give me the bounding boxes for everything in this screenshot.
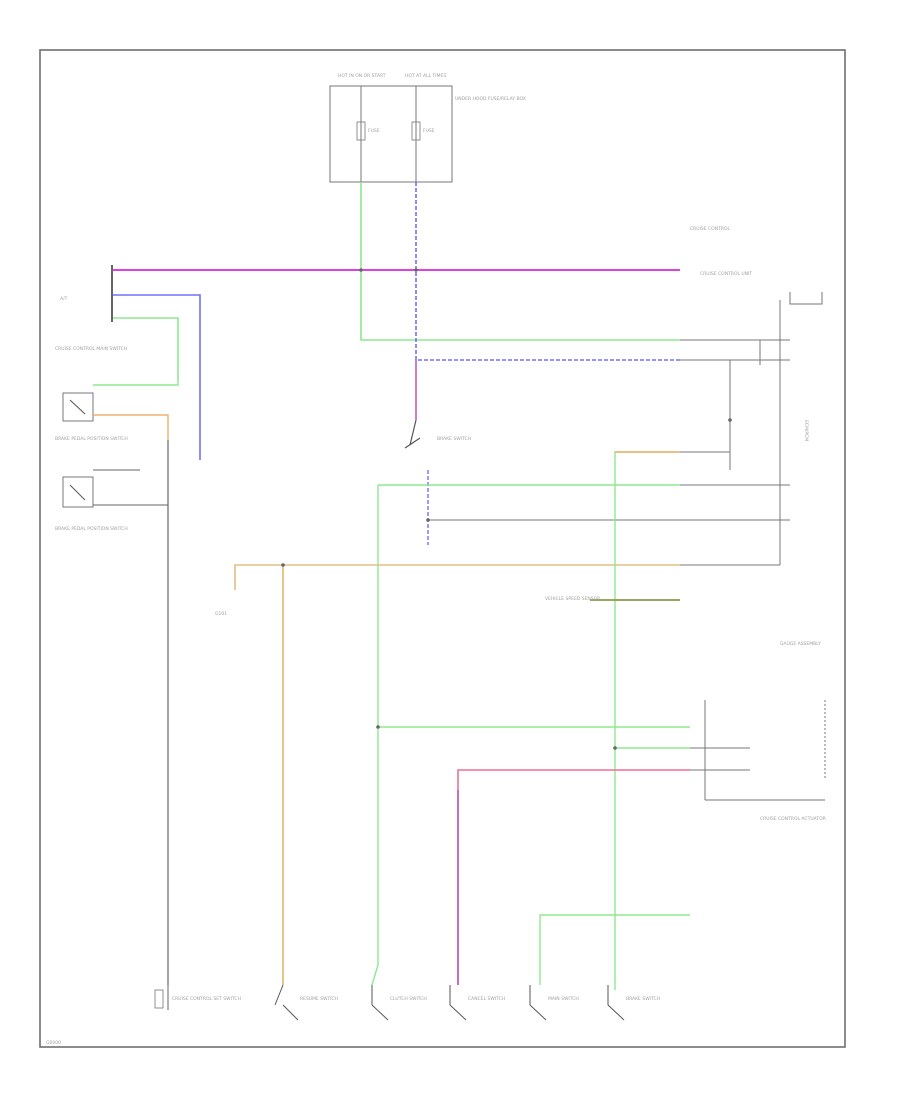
top-box-label-right: HOT AT ALL TIMES — [405, 73, 446, 79]
footer-code: G0000 — [46, 1040, 61, 1046]
top-box-side-note: UNDER HOOD FUSE/RELAY BOX — [455, 96, 526, 102]
wire-green-fuse — [360, 182, 680, 341]
left-switch-top: CRUISE CONTROL MAIN SWITCH — [55, 346, 127, 422]
wire-blue-left — [112, 294, 201, 460]
actuator-connector: CRUISE CONTROL ACTUATOR — [680, 700, 826, 822]
bottom-switch-2: RESUME SWITCH — [274, 984, 338, 1021]
wire-orange-right — [614, 451, 680, 990]
header-note: CRUISE CONTROL — [690, 226, 730, 232]
diagram-frame — [39, 49, 846, 1048]
left-switch-bottom-label: BRAKE PEDAL POSITION SWITCH — [55, 526, 128, 532]
bottom-switch-2-label: RESUME SWITCH — [300, 996, 338, 1002]
brake-switch: BRAKE SWITCH — [404, 419, 471, 449]
left-switch-top-label: CRUISE CONTROL MAIN SWITCH — [55, 346, 127, 352]
bottom-switch-5-label: MAIN SWITCH — [548, 996, 579, 1002]
wire-green-sw — [93, 380, 179, 386]
bottom-switch-1: CRUISE CONTROL SET SWITCH — [154, 985, 241, 1010]
bottom-switch-6-label: BRAKE SWITCH — [626, 996, 660, 1002]
left-switch-mid-label: BRAKE PEDAL POSITION SWITCH — [55, 436, 128, 442]
bottom-switch-5: MAIN SWITCH — [529, 985, 579, 1021]
actuator-label: CRUISE CONTROL ACTUATOR — [760, 816, 826, 822]
ground-note: G101 — [215, 611, 227, 617]
brake-switch-label: BRAKE SWITCH — [437, 436, 471, 442]
left-switch-bottom: BRAKE PEDAL POSITION SWITCH BRAKE PEDAL … — [55, 436, 128, 532]
bottom-switch-4: CANCEL SWITCH — [449, 985, 505, 1021]
bottom-switch-3: CLUTCH SWITCH — [371, 985, 427, 1021]
ecm-label: ECM/PCM — [803, 420, 809, 441]
battery-icon — [789, 292, 823, 305]
bottom-switch-3-label: CLUTCH SWITCH — [390, 996, 427, 1002]
wire-green-mid — [371, 485, 379, 986]
fuse-relay-box: HOT IN ON OR START HOT AT ALL TIMES UNDE… — [329, 73, 526, 183]
dash-unit-label: GAUGE ASSEMBLY — [780, 641, 821, 647]
top-box-label-left: HOT IN ON OR START — [338, 73, 386, 79]
wire-red-low — [457, 769, 690, 985]
bottom-switch-4-label: CANCEL SWITCH — [468, 996, 505, 1002]
wire-green-left — [112, 317, 179, 380]
fuse-right-label: FUSE — [423, 128, 435, 134]
wire-orange-sw — [93, 414, 169, 440]
bottom-switch-1-label: CRUISE CONTROL SET SWITCH — [172, 996, 241, 1002]
bottom-switch-6: BRAKE SWITCH — [607, 985, 660, 1021]
vss-label: VEHICLE SPEED SENSOR — [545, 596, 600, 602]
junction-dots — [281, 268, 732, 750]
left-connector-label: A/T — [60, 296, 68, 302]
wire-tan — [234, 564, 680, 590]
fuse-left-label: FUSE — [368, 128, 380, 134]
wire-green-set — [539, 914, 690, 985]
unit-top-label: CRUISE CONTROL UNIT — [700, 271, 752, 277]
